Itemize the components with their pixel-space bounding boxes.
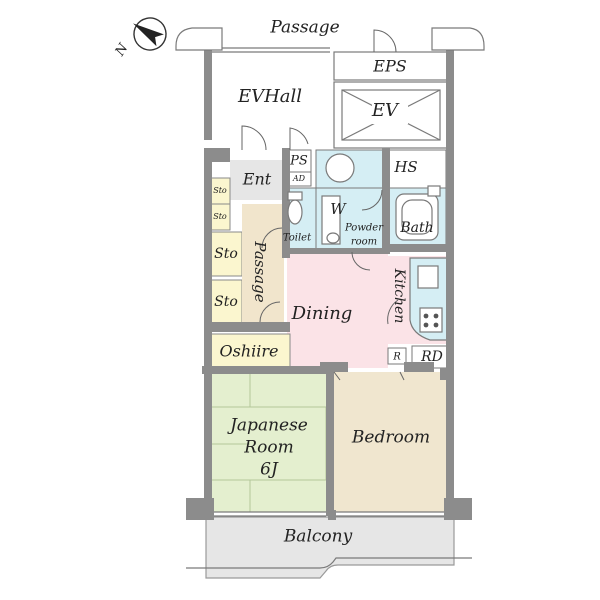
eps-area xyxy=(333,51,451,81)
ev-hall-label: EVHall xyxy=(237,86,302,107)
ev-hall-area xyxy=(210,52,332,152)
storage-small-2-label: Sto xyxy=(213,212,227,221)
door-arcs xyxy=(241,29,405,381)
japanese-room-label-3: 6J xyxy=(260,460,279,480)
storage-4 xyxy=(209,279,243,325)
washer-label: W xyxy=(330,200,347,218)
compass-north-label: N xyxy=(112,41,132,60)
storage-3-label: Sto xyxy=(214,246,238,262)
oshiire-label: Oshiire xyxy=(220,342,279,361)
balcony-label: Balcony xyxy=(283,527,353,547)
japanese-room-area xyxy=(210,372,328,512)
bedroom-label: Bedroom xyxy=(351,428,430,448)
dining-area xyxy=(287,252,388,368)
compass-arrow-icon xyxy=(133,17,167,51)
storage-small-1-label: Sto xyxy=(213,186,227,195)
dining-label: Dining xyxy=(291,303,353,324)
inner-passage-label: Passage xyxy=(251,240,269,302)
window-lines xyxy=(212,47,444,517)
bath-label: Bath xyxy=(399,220,433,236)
bedroom-area xyxy=(332,372,450,512)
eps-label: EPS xyxy=(372,57,406,76)
japanese-room-label-2: Room xyxy=(243,438,293,458)
kitchen-label: Kitchen xyxy=(391,268,407,324)
oshiire-area xyxy=(209,333,291,369)
ps-label: PS xyxy=(289,154,308,169)
entrance-area xyxy=(230,160,284,200)
hs-label: HS xyxy=(393,158,417,176)
storage-4-label: Sto xyxy=(214,294,238,310)
refrigerator-space xyxy=(387,347,407,365)
storage-3 xyxy=(209,231,243,277)
balcony-area xyxy=(205,516,455,579)
passage-top-label: Passage xyxy=(269,18,339,38)
powder-room-label-1: Powder xyxy=(344,223,384,234)
japanese-room-label-1: Japanese xyxy=(227,416,308,436)
rd-label: RD xyxy=(420,349,443,365)
powder-room-label-2: room xyxy=(351,237,377,248)
ent-label: Ent xyxy=(242,170,272,189)
toilet-label: Toilet xyxy=(283,233,312,244)
hs-area xyxy=(387,149,447,189)
ev-label: EV xyxy=(371,100,400,121)
walls xyxy=(186,50,472,520)
ad-label: AD xyxy=(292,174,306,183)
refrigerator-label: R xyxy=(392,352,401,363)
